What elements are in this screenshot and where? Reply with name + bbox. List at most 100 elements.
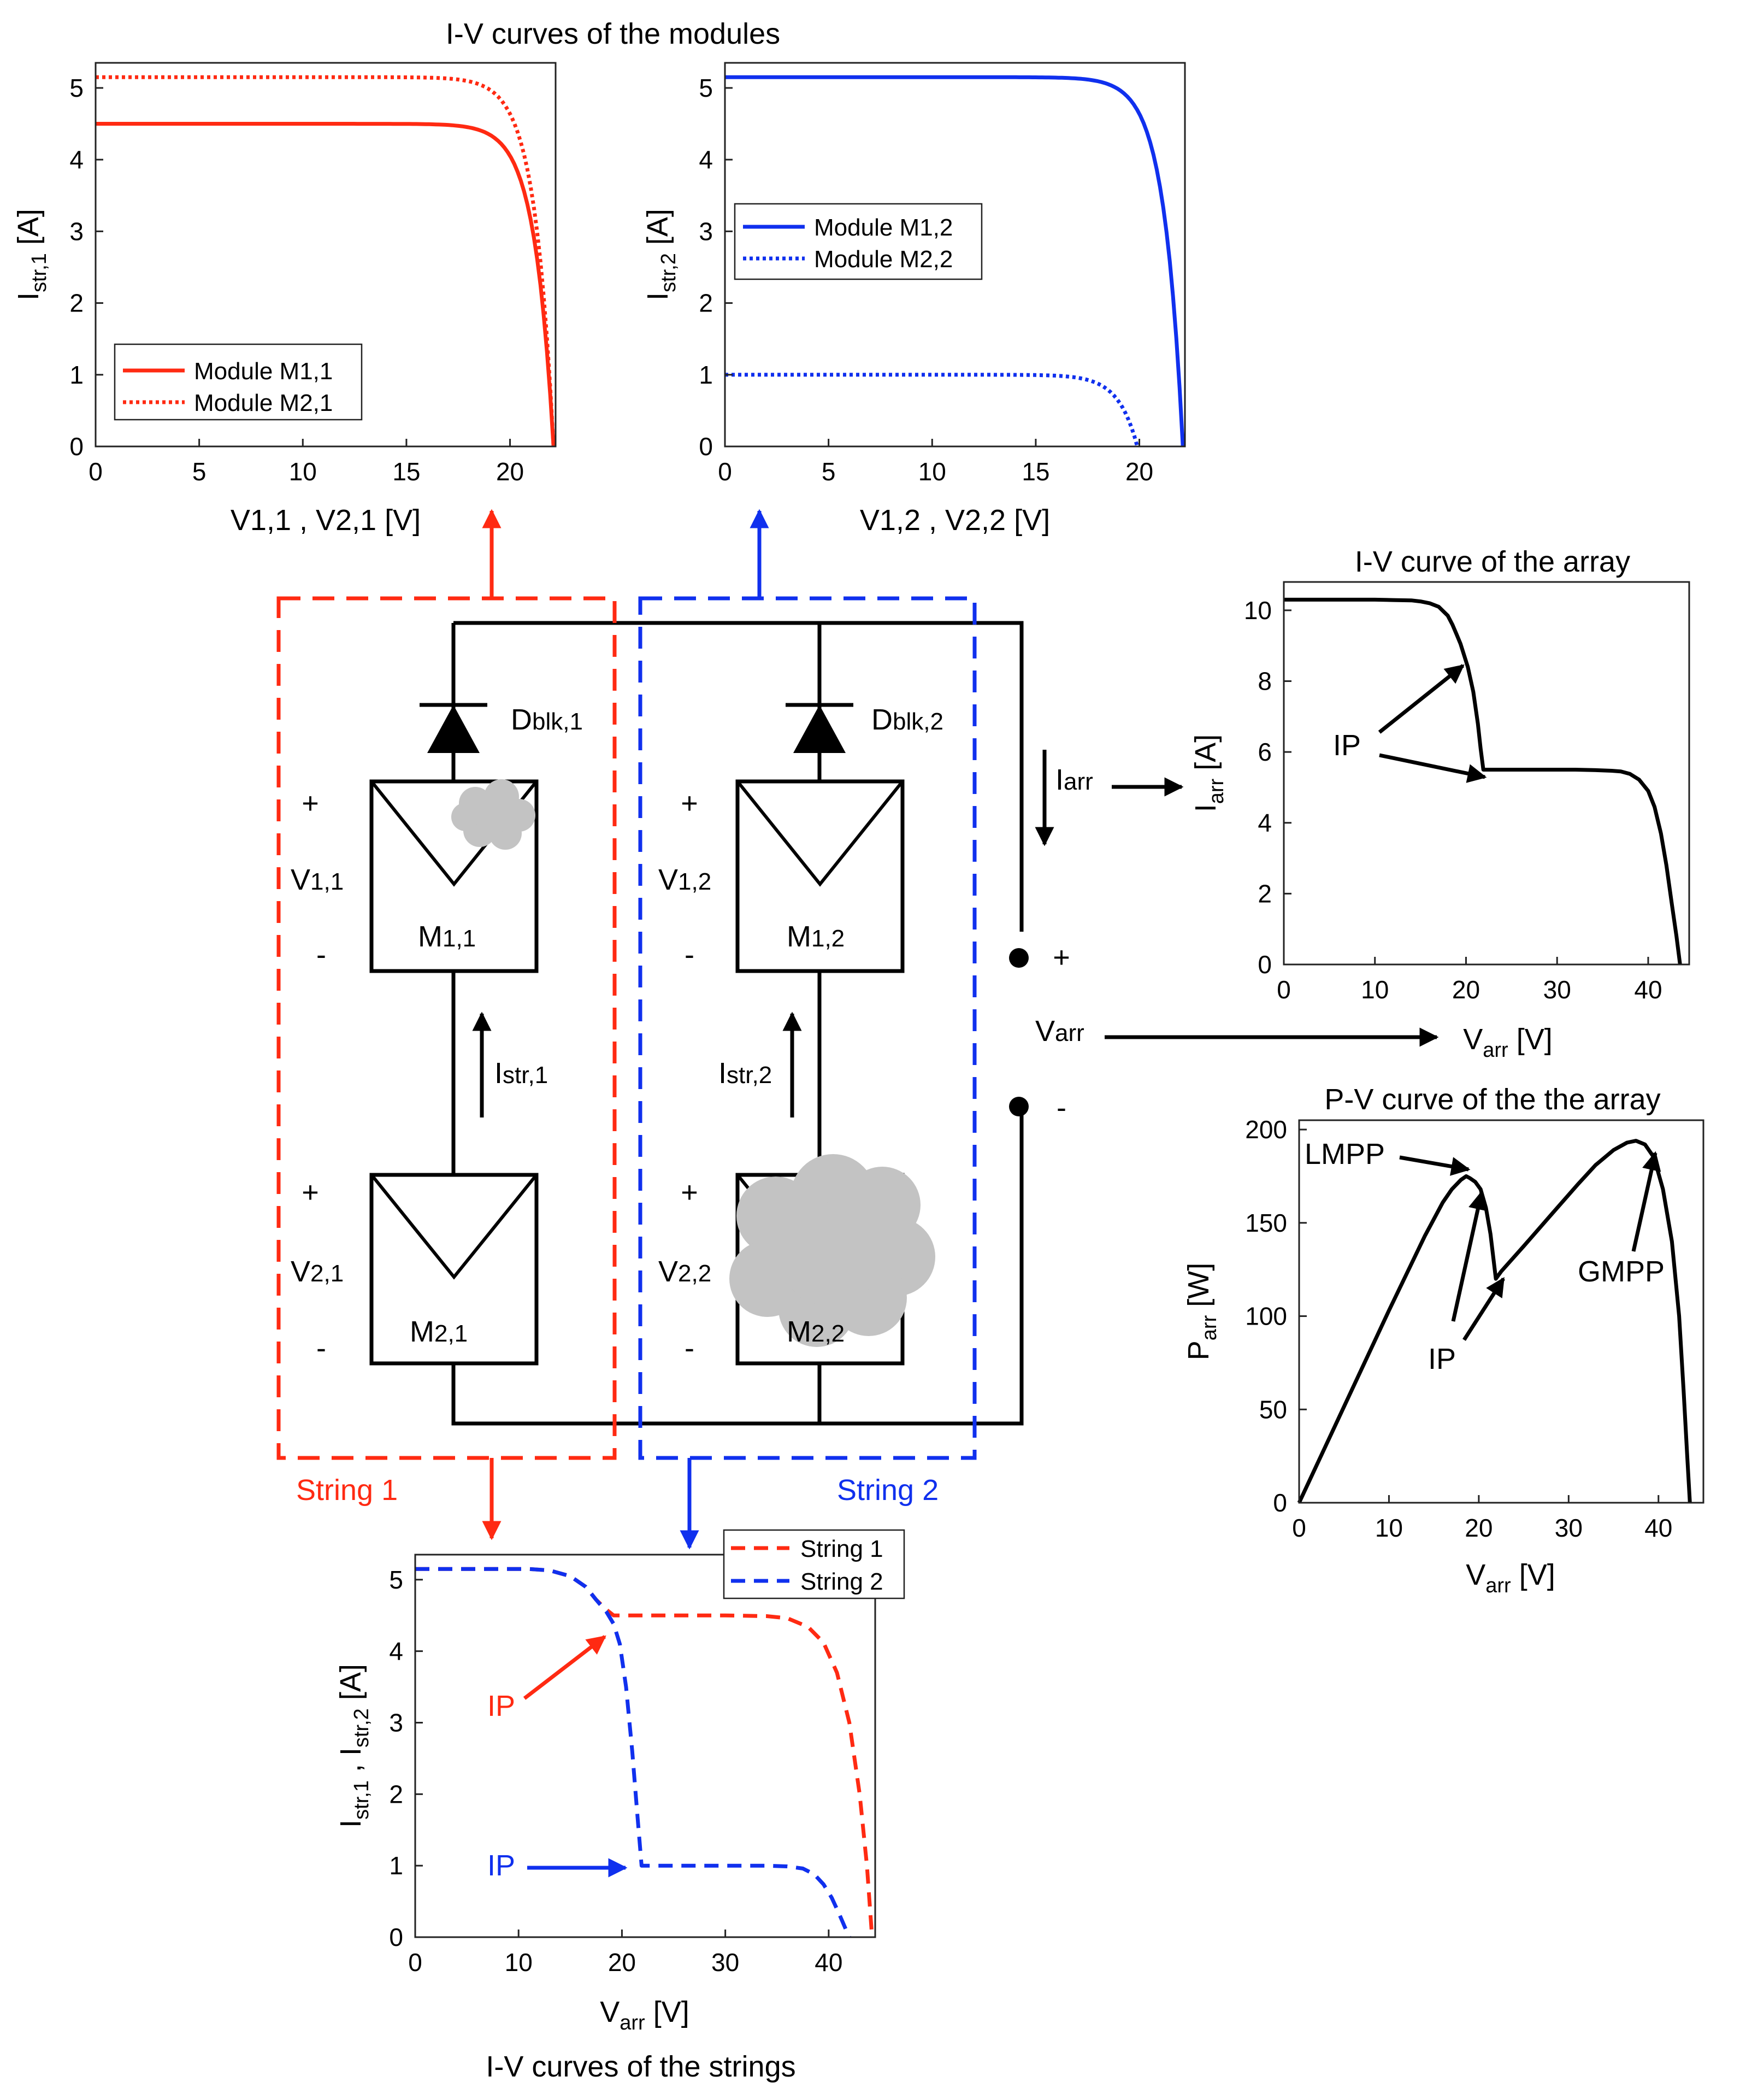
cloud-icon [451, 779, 535, 850]
x-tick-label: 10 [918, 457, 946, 486]
series-line [725, 75, 1185, 447]
circuit-diagram: String 1 String 2 Dblk,1 Dblk,2 M1,1 M2,… [276, 509, 1439, 1550]
x-tick-label: 0 [408, 1948, 422, 1977]
x-tick-label: 40 [815, 1948, 842, 1977]
y-tick-label: 0 [1258, 950, 1272, 979]
series-line [415, 1567, 851, 1938]
plot-frame [1298, 1119, 1704, 1504]
minus-sign: - [1057, 1091, 1066, 1124]
string2-box [638, 596, 977, 1460]
minus-sign: - [316, 1332, 326, 1364]
y-tick-label: 2 [1258, 879, 1272, 908]
plot-frame [724, 62, 1186, 448]
y-tick-label: 2 [699, 289, 713, 317]
y-axis-label: Istr,1 , Istr,2 [A] [334, 1664, 373, 1828]
y-tick-label: 1 [699, 361, 713, 389]
cloud-icon [729, 1154, 935, 1347]
y-tick-label: 5 [699, 74, 713, 102]
current-label: Istr,1 [494, 1057, 548, 1090]
diode-label: Dblk,1 [511, 703, 583, 736]
y-tick-label: 0 [699, 432, 713, 461]
terminal-dot-icon [1009, 948, 1029, 968]
voltage-label: Varr [1035, 1015, 1084, 1048]
legend: String 1 String 2 [723, 1529, 905, 1599]
voltage-label: V1,2 [658, 863, 711, 896]
minus-sign: - [685, 938, 694, 971]
x-tick-label: 0 [1292, 1514, 1306, 1542]
y-tick-label: 50 [1259, 1395, 1287, 1423]
y-tick-label: 0 [389, 1923, 403, 1951]
plot-frame [1283, 581, 1690, 966]
plus-sign: + [681, 787, 698, 820]
legend-label: Module M2,1 [194, 390, 333, 416]
legend-label: String 2 [800, 1568, 883, 1595]
ip-annotation: IP [1428, 1343, 1456, 1375]
pv-module-icon [735, 779, 905, 973]
current-label: Istr,2 [718, 1057, 772, 1090]
series-line [96, 122, 556, 447]
y-tick-label: 4 [389, 1637, 403, 1666]
string2-label: String 2 [837, 1474, 939, 1507]
x-tick-label: 5 [822, 457, 836, 486]
x-axis-label: V1,1 , V2,1 [V] [231, 504, 421, 537]
y-tick-label: 4 [1258, 809, 1272, 837]
x-axis-label: V1,2 , V2,2 [V] [860, 504, 1050, 537]
legend-label: String 1 [800, 1536, 883, 1562]
arrow-icon [1378, 664, 1465, 734]
minus-sign: - [685, 1332, 694, 1364]
y-tick-label: 5 [69, 74, 84, 102]
arrow-icon [1399, 1155, 1471, 1176]
voltage-label: V1,1 [291, 863, 344, 896]
y-tick-label: 3 [699, 217, 713, 245]
y-tick-label: 2 [389, 1780, 403, 1808]
strings-title: I-V curves of the strings [486, 2050, 795, 2083]
x-tick-label: 20 [496, 457, 524, 486]
y-tick-label: 6 [1258, 738, 1272, 766]
x-tick-label: 0 [89, 457, 103, 486]
terminal-dot-icon [1009, 1097, 1029, 1116]
y-tick-label: 4 [69, 145, 84, 174]
x-tick-label: 40 [1644, 1514, 1672, 1542]
y-tick-label: 100 [1245, 1302, 1287, 1331]
x-tick-label: 30 [711, 1948, 739, 1977]
legend-label: Module M1,2 [814, 214, 953, 241]
minus-sign: - [316, 938, 326, 971]
plot-frame [95, 62, 557, 448]
pv-module-icon [369, 1173, 539, 1366]
y-tick-label: 1 [389, 1851, 403, 1880]
x-tick-label: 30 [1543, 975, 1571, 1004]
x-tick-label: 5 [192, 457, 207, 486]
plus-sign: + [681, 1176, 698, 1209]
legend: Module M1,2 Module M2,2 [734, 203, 983, 280]
legend-label: Module M1,1 [194, 358, 333, 385]
diode-label: Dblk,2 [871, 703, 943, 736]
diode-icon [786, 703, 853, 753]
series-line [1297, 1139, 1692, 1504]
array-iv-title: I-V curve of the array [1355, 545, 1630, 578]
x-axis-label: Varr [V] [600, 1996, 689, 2034]
x-axis-label: Varr [V] [1466, 1558, 1555, 1597]
module-label: M2,2 [787, 1315, 845, 1348]
y-tick-label: 3 [389, 1708, 403, 1737]
voltage-label: V2,1 [291, 1255, 344, 1288]
module-label: M2,1 [410, 1315, 468, 1348]
ip-annotation: IP [1333, 729, 1361, 762]
y-axis-label: Istr,1 [A] [12, 209, 51, 301]
y-axis-label: Istr,2 [A] [641, 209, 680, 301]
x-tick-label: 30 [1555, 1514, 1583, 1542]
y-tick-label: 8 [1258, 667, 1272, 695]
string1-box [276, 596, 617, 1460]
x-axis-label: Varr [V] [1463, 1023, 1553, 1062]
plus-sign: + [302, 1176, 319, 1209]
x-tick-label: 20 [1452, 975, 1480, 1004]
y-tick-label: 10 [1244, 596, 1272, 625]
series-line [1284, 597, 1682, 965]
series-line [415, 1567, 874, 1938]
string1-label: String 1 [296, 1474, 398, 1507]
y-tick-label: 200 [1245, 1115, 1287, 1144]
lmpp-annotation: LMPP [1305, 1138, 1385, 1170]
diode-icon [420, 703, 487, 753]
